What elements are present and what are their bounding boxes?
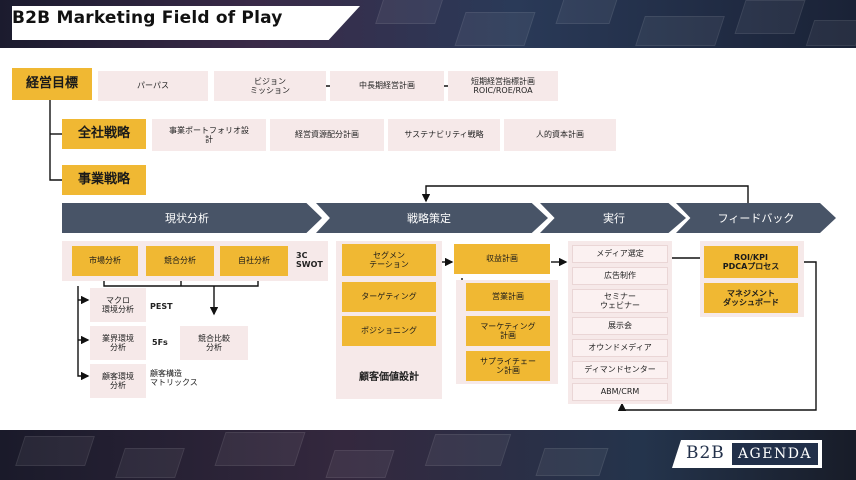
brand-logo: B2B AGENDA bbox=[672, 440, 822, 468]
phase-chevron-strategy bbox=[316, 203, 548, 233]
exec-seminar-webinar: セミナー ウェビナー bbox=[572, 289, 668, 313]
exec-abm-crm: ABM/CRM bbox=[572, 383, 668, 401]
industry-env-box: 業界環境 分析 bbox=[90, 326, 146, 360]
roi-kpi-box: ROI/KPI PDCAプロセス bbox=[704, 246, 798, 278]
customer-env-box: 顧客環境 分析 bbox=[90, 364, 146, 398]
3c-swot-label: 3C SWOT bbox=[296, 251, 323, 270]
exec-owned-media: オウンドメディア bbox=[572, 339, 668, 357]
customer-value-design-label: 顧客価値設計 bbox=[359, 372, 419, 384]
phase-chevron-analysis bbox=[62, 203, 322, 233]
supply-chain-plan-box: サプライチェー ン計画 bbox=[466, 351, 550, 381]
exec-exhibition: 展示会 bbox=[572, 317, 668, 335]
5fs-label: 5Fs bbox=[152, 338, 168, 347]
mgmt-item-short-plan: 短期経営指標計画 ROIC/ROE/ROA bbox=[448, 71, 558, 101]
corp-item-resource: 経営資源配分計画 bbox=[270, 119, 384, 151]
title-plate bbox=[12, 6, 360, 40]
self-analysis-box: 自社分析 bbox=[220, 246, 288, 276]
logo-agenda-text: AGENDA bbox=[732, 443, 818, 465]
page-title: B2B Marketing Field of Play bbox=[12, 8, 283, 28]
exec-media-selection: メディア選定 bbox=[572, 245, 668, 263]
phase-chevron-feedback bbox=[676, 203, 836, 233]
positioning-box: ポジショニング bbox=[342, 316, 436, 346]
mgmt-item-purpose: パーパス bbox=[98, 71, 208, 101]
mgmt-item-vision: ビジョン ミッション bbox=[214, 71, 326, 101]
phase-label-feedback: フィードバック bbox=[717, 212, 795, 225]
phase-label-execution: 実行 bbox=[603, 212, 625, 225]
corp-strategy-box: 全社戦略 bbox=[62, 119, 146, 149]
customer-matrix-label: 顧客構造 マトリックス bbox=[150, 369, 198, 388]
competitor-compare-box: 競合比較 分析 bbox=[180, 326, 248, 360]
management-dashboard-box: マネジメント ダッシュボード bbox=[704, 283, 798, 313]
biz-strategy-box: 事業戦略 bbox=[62, 165, 146, 195]
corp-item-sustainability: サステナビリティ戦略 bbox=[388, 119, 500, 151]
mgmt-goal-box: 経営目標 bbox=[12, 68, 92, 100]
competitor-analysis-box: 競合分析 bbox=[146, 246, 214, 276]
segmentation-box: セグメン テーション bbox=[342, 244, 436, 276]
logo-b2b-text: B2B bbox=[686, 443, 725, 463]
phase-chevron-execution bbox=[540, 203, 686, 233]
corp-item-portfolio: 事業ポートフォリオ設 計 bbox=[152, 119, 266, 151]
sales-plan-box: 営業計画 bbox=[466, 283, 550, 311]
marketing-plan-box: マーケティング 計画 bbox=[466, 316, 550, 346]
market-analysis-box: 市場分析 bbox=[72, 246, 138, 276]
pest-label: PEST bbox=[150, 302, 173, 311]
corp-item-human-capital: 人的資本計画 bbox=[504, 119, 616, 151]
phase-label-strategy: 戦略策定 bbox=[407, 212, 451, 225]
exec-ad-production: 広告制作 bbox=[572, 267, 668, 285]
targeting-box: ターゲティング bbox=[342, 282, 436, 312]
phase-label-analysis: 現状分析 bbox=[165, 212, 209, 225]
mgmt-item-mid-plan: 中長期経営計画 bbox=[330, 71, 444, 101]
revenue-plan-box: 収益計画 bbox=[454, 244, 550, 274]
macro-env-box: マクロ 環境分析 bbox=[90, 288, 146, 322]
exec-demand-center: ディマンドセンター bbox=[572, 361, 668, 379]
